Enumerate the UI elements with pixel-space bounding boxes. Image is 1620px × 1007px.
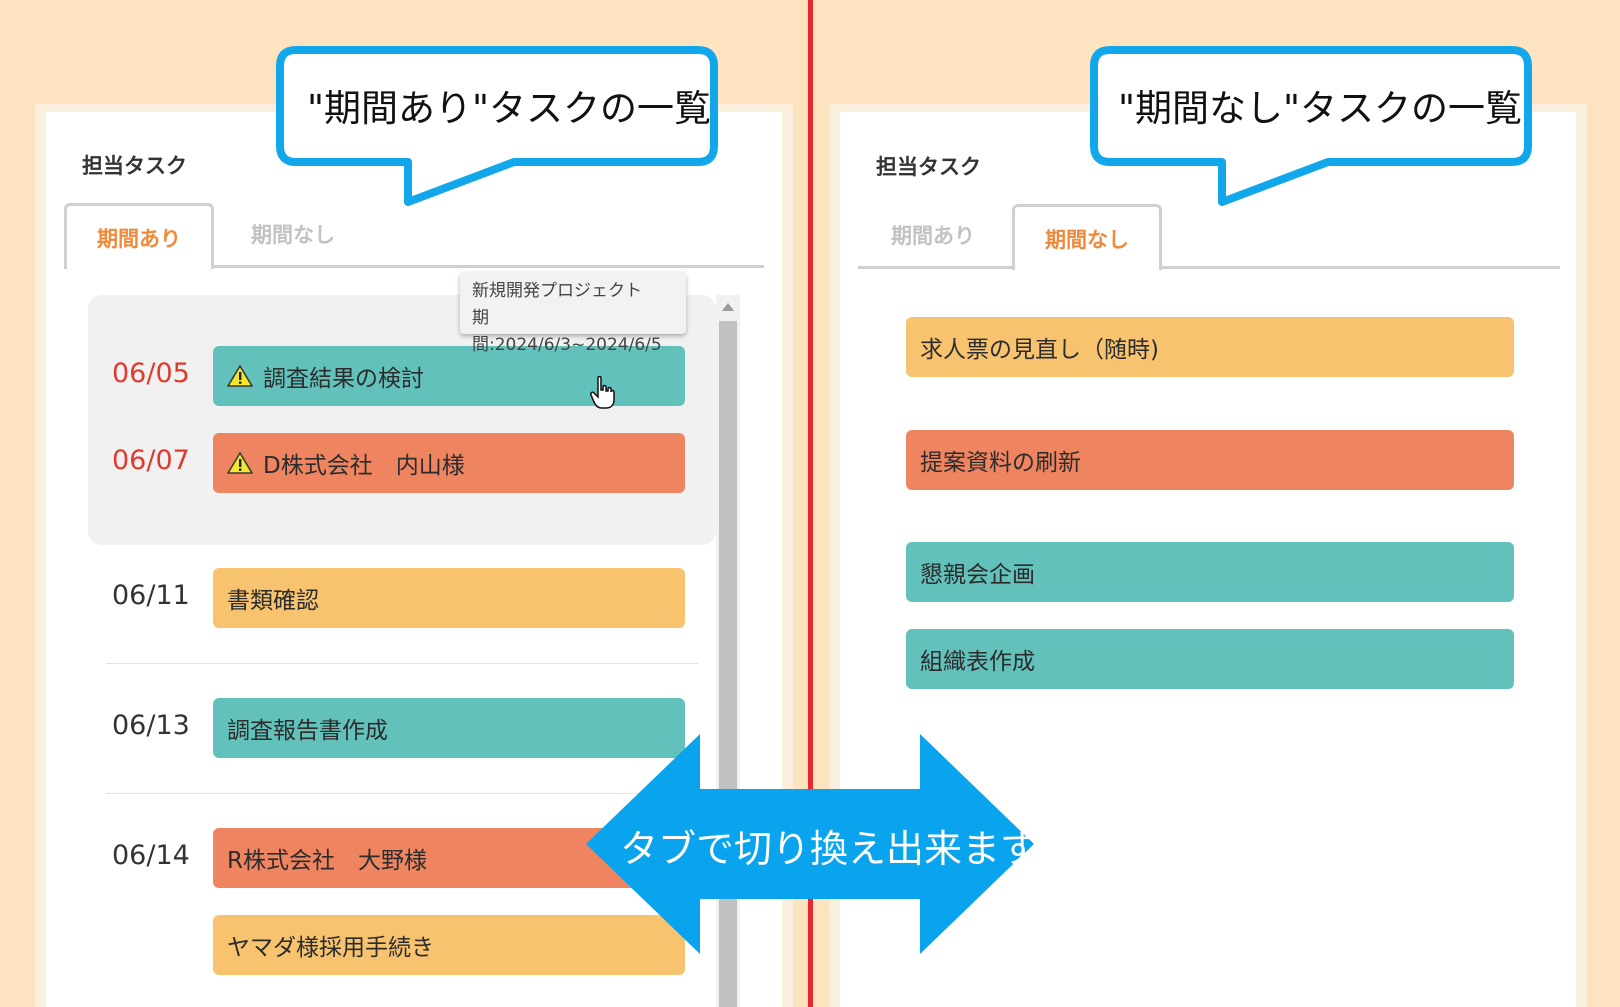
- task-title: 求人票の見直し（随時): [920, 337, 1159, 363]
- task-item[interactable]: 懇親会企画: [906, 542, 1514, 602]
- left-callout-text: "期間あり"タスクの一覧: [307, 87, 712, 130]
- task-title: 書類確認: [227, 588, 319, 614]
- overdue-group-highlight: [88, 295, 716, 545]
- task-item[interactable]: 調査結果の検討: [213, 346, 685, 406]
- task-title: 調査報告書作成: [227, 718, 388, 744]
- task-item[interactable]: ヤマダ様採用手続き: [213, 915, 685, 975]
- right-tabs-underline: [858, 266, 1560, 269]
- right-callout-bubble: [1090, 46, 1532, 206]
- task-date: 06/13: [112, 710, 190, 741]
- task-date: 06/05: [112, 358, 190, 389]
- task-title: ヤマダ様採用手続き: [227, 935, 434, 961]
- task-tooltip: 新規開発プロジェクト 期間:2024/6/3~2024/6/5: [460, 272, 686, 355]
- task-item[interactable]: 書類確認: [213, 568, 685, 628]
- hand-pointer-icon: [590, 376, 615, 409]
- task-item[interactable]: D株式会社 内山様: [213, 433, 685, 493]
- row-divider: [106, 793, 698, 794]
- tooltip-period: 期間:2024/6/3~2024/6/5: [472, 308, 662, 355]
- right-card-title: 担当タスク: [876, 155, 981, 179]
- warning-triangle-icon: [227, 451, 253, 474]
- scroll-up-arrow-icon[interactable]: [722, 303, 734, 311]
- center-divider: [808, 0, 813, 1007]
- task-title: 組織表作成: [920, 649, 1035, 675]
- left-tabs-underline: [64, 265, 764, 268]
- task-item[interactable]: 調査報告書作成: [213, 698, 685, 758]
- double-arrow-icon: [586, 734, 1034, 954]
- task-title: 懇親会企画: [920, 562, 1035, 588]
- task-title: 提案資料の刷新: [920, 450, 1081, 476]
- row-divider: [106, 663, 698, 664]
- task-title: D株式会社 内山様: [263, 453, 465, 479]
- right-callout-text: "期間なし"タスクの一覧: [1118, 87, 1523, 130]
- tooltip-project: 新規開発プロジェクト: [472, 281, 642, 301]
- task-item[interactable]: 求人票の見直し（随時): [906, 317, 1514, 377]
- tab-without-period[interactable]: 期間なし: [1012, 204, 1162, 270]
- task-item[interactable]: 組織表作成: [906, 629, 1514, 689]
- task-date: 06/11: [112, 580, 190, 611]
- left-callout-bubble: [276, 46, 718, 206]
- tab-with-period[interactable]: 期間あり: [64, 203, 214, 269]
- warning-triangle-icon: [227, 364, 253, 387]
- task-title: R株式会社 大野様: [227, 848, 427, 874]
- task-date: 06/07: [112, 445, 190, 476]
- arrow-callout-text: タブで切り換え出来ます: [620, 827, 1039, 871]
- tab-with-period[interactable]: 期間あり: [891, 224, 975, 248]
- tab-without-period[interactable]: 期間なし: [251, 223, 335, 247]
- task-title: 調査結果の検討: [263, 366, 424, 392]
- task-date: 06/14: [112, 840, 190, 871]
- left-card-title: 担当タスク: [82, 154, 187, 178]
- task-item[interactable]: 提案資料の刷新: [906, 430, 1514, 490]
